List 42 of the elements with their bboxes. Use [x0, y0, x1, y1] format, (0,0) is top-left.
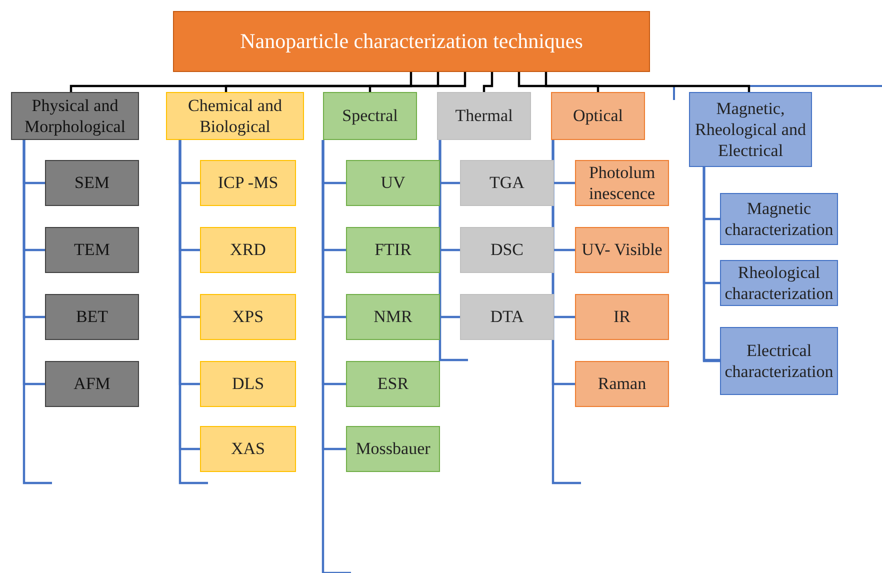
connector-line — [368, 72, 466, 92]
technique-box: DTA — [460, 294, 554, 340]
technique-box: DSC — [460, 227, 554, 273]
technique-box: DLS — [200, 361, 296, 407]
connector-line — [482, 72, 494, 92]
category-box: Thermal — [437, 92, 531, 140]
connector-line — [438, 140, 460, 318]
root-box: Nanoparticle characterization techniques — [173, 11, 650, 72]
connector-line — [178, 140, 200, 450]
technique-box: Raman — [575, 361, 669, 407]
connector-line — [544, 72, 750, 92]
technique-box: XPS — [200, 294, 296, 340]
technique-box: AFM — [45, 361, 139, 407]
technique-box: IR — [575, 294, 669, 340]
technique-box: UV — [346, 160, 440, 206]
connector-line — [70, 72, 412, 92]
connector-line — [224, 72, 440, 92]
technique-box: XRD — [200, 227, 296, 273]
technique-box: FTIR — [346, 227, 440, 273]
technique-box: ESR — [346, 361, 440, 407]
technique-box: XAS — [200, 426, 296, 472]
category-box: Magnetic, Rheological and Electrical — [689, 92, 812, 167]
connector-line — [22, 140, 45, 386]
category-box: Physical and Morphological — [11, 92, 139, 140]
technique-box: BET — [45, 294, 139, 340]
technique-box: Mossbauer — [346, 426, 440, 472]
category-box: Chemical and Biological — [166, 92, 304, 140]
technique-box: Photolum inescence — [575, 160, 669, 206]
technique-box: Rheological characterization — [720, 260, 838, 306]
connector-line — [322, 140, 346, 450]
category-box: Optical — [551, 92, 645, 140]
technique-box: TGA — [460, 160, 554, 206]
technique-box: NMR — [346, 294, 440, 340]
connector-line — [702, 167, 720, 362]
connector-line — [518, 72, 600, 92]
technique-box: Electrical characterization — [720, 327, 838, 395]
technique-box: Magnetic characterization — [720, 193, 838, 245]
technique-box: SEM — [45, 160, 139, 206]
category-box: Spectral — [323, 92, 417, 140]
technique-box: TEM — [45, 227, 139, 273]
technique-box: ICP -MS — [200, 160, 296, 206]
technique-box: UV- Visible — [575, 227, 669, 273]
